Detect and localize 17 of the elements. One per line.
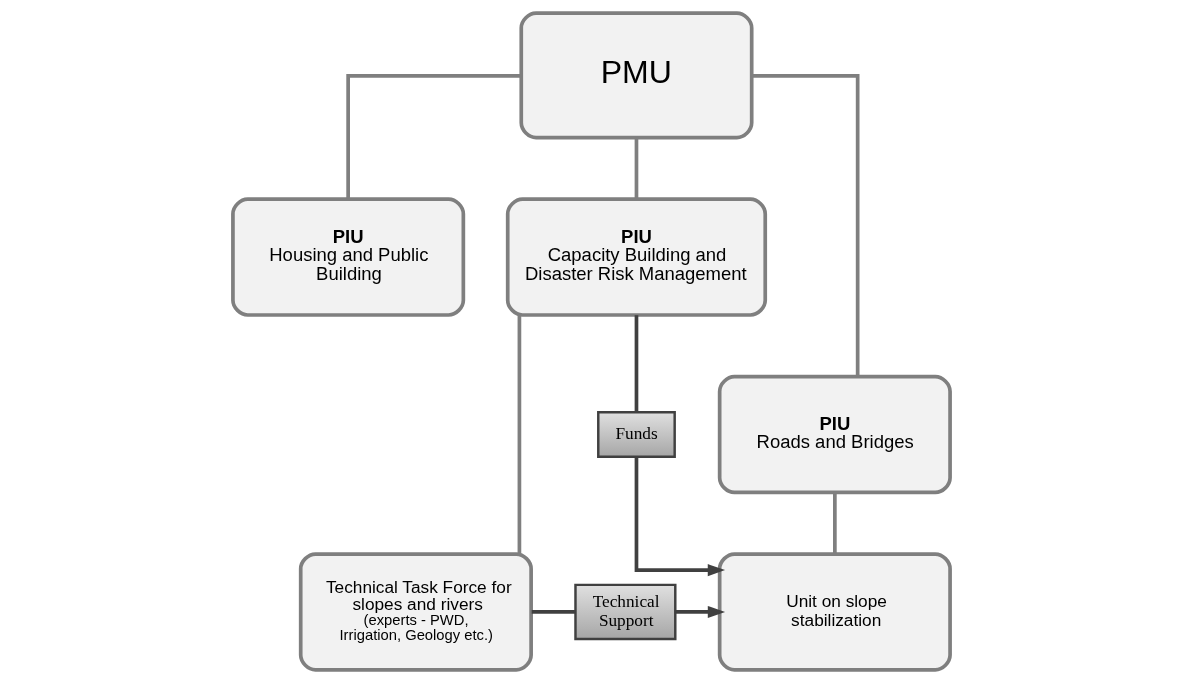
node-box: Unit on slope stabilization [717,552,952,672]
node-box: PMU [518,11,754,140]
node-box: PIU Housing and Public Building [230,197,465,317]
connector [634,315,638,413]
arrow [675,605,725,619]
connector [634,137,638,199]
node-box: Technical Support [573,583,676,641]
connector [517,315,521,554]
connector [832,492,837,554]
node-box: PIU Capacity Building and Disaster Risk Management [505,197,767,317]
node-box: Funds [596,411,676,458]
connector [751,74,859,377]
connector [531,610,575,614]
connector [345,74,521,199]
node-box: PIU Roads and Bridges [717,374,952,495]
node-box: Technical Task Force for slopes and rivers (experts - PWD, Irrigation, Geology etc.) [298,552,533,672]
arrow [634,456,725,577]
